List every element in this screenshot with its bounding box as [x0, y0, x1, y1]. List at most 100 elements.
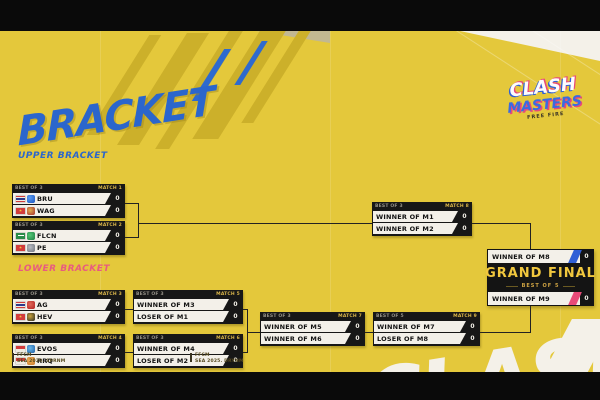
match-number-label: MATCH 3 — [98, 291, 122, 297]
match-header: BEST OF 3 MATCH 7 — [260, 312, 365, 320]
team-logo-ag-icon — [27, 301, 35, 309]
team-name: WINNER OF M3 — [137, 300, 195, 309]
team-strip: WINNER OF M1 — [373, 211, 458, 222]
team-logo-evos-icon — [27, 345, 35, 353]
team-strip: WINNER OF M3 — [134, 299, 229, 310]
flag-vietnam-icon — [16, 245, 25, 251]
team-name: LOSER OF M8 — [377, 334, 429, 343]
tick-mark-icon — [190, 353, 192, 362]
flag-vietnam-icon — [16, 314, 25, 320]
bracket-connector — [243, 309, 248, 310]
team-score: 0 — [462, 225, 467, 232]
grand-final-box: WINNER OF M8 0 GRAND FINAL BEST OF 5 WIN… — [485, 249, 595, 306]
team-row: HEV 0 — [13, 311, 124, 322]
team-name: WINNER OF M4 — [137, 344, 195, 353]
team-row: LOSER OF M1 0 — [134, 311, 242, 322]
team-name: HEV — [37, 312, 53, 321]
team-name: WAG — [37, 206, 55, 215]
team-logo-flcn-icon — [27, 232, 35, 240]
team-name: WINNER OF M9 — [492, 294, 550, 303]
team-name: PE — [37, 243, 47, 252]
bracket-connector — [125, 237, 139, 238]
flag-vietnam-icon — [16, 208, 25, 214]
team-score: 0 — [115, 301, 120, 308]
team-score: 0 — [233, 345, 238, 352]
match-header: BEST OF 3 MATCH 8 — [372, 202, 472, 210]
team-score: 0 — [115, 313, 120, 320]
team-strip: FLCN — [13, 230, 111, 241]
match-header: BEST OF 3 MATCH 2 — [12, 221, 125, 229]
grand-final-banner: GRAND FINAL BEST OF 5 — [485, 263, 595, 292]
team-score: 0 — [462, 213, 467, 220]
match-number-label: MATCH 6 — [216, 335, 240, 341]
team-name: LOSER OF M1 — [137, 312, 189, 321]
match-box-8: BEST OF 3 MATCH 8 WINNER OF M1 0 WINNER … — [372, 202, 472, 236]
bracket-connector — [243, 352, 248, 353]
best-of-label: BEST OF 3 — [263, 313, 291, 319]
team-row: WAG 0 — [13, 205, 124, 216]
team-logo-bru-icon — [27, 195, 35, 203]
match-header: BEST OF 5 MATCH 9 — [373, 312, 480, 320]
team-row: WINNER OF M7 0 — [374, 321, 479, 332]
match-number-label: MATCH 4 — [98, 335, 122, 341]
best-of-label: BEST OF 3 — [15, 291, 43, 297]
team-strip: WINNER OF M9 — [488, 292, 580, 305]
team-strip: WINNER OF M8 — [488, 250, 580, 263]
team-score: 0 — [584, 253, 589, 260]
team-score: 0 — [470, 335, 475, 342]
team-name: LOSER OF M2 — [137, 356, 189, 365]
match-box-1: BEST OF 3 MATCH 1 BRU 0 WAG 0 — [12, 184, 125, 218]
caption-line: FFCM — [17, 353, 32, 358]
match-box-6: BEST OF 3 MATCH 6 WINNER OF M4 0 LOSER O… — [133, 334, 243, 368]
bracket-connector — [138, 203, 139, 238]
team-strip: LOSER OF M1 — [134, 311, 229, 322]
team-score: 0 — [233, 357, 238, 364]
footer-caption-left: FFCM SEA 2020. SPRNM — [12, 353, 65, 364]
grand-final-bottom-row: WINNER OF M9 0 — [488, 292, 593, 305]
team-name: FLCN — [37, 231, 57, 240]
team-row: WINNER OF M6 0 — [261, 333, 364, 344]
match-box-7: BEST OF 3 MATCH 7 WINNER OF M5 0 WINNER … — [260, 312, 365, 346]
team-name: AG — [37, 300, 48, 309]
best-of-label: BEST OF 5 — [521, 283, 560, 289]
crease-line — [560, 31, 561, 372]
team-strip: WAG — [13, 205, 111, 216]
team-strip: LOSER OF M8 — [374, 333, 466, 344]
team-name: WINNER OF M2 — [376, 224, 434, 233]
team-score: 0 — [115, 345, 120, 352]
match-box-5: BEST OF 3 MATCH 5 WINNER OF M3 0 LOSER O… — [133, 290, 243, 324]
page-title: BRACKET — [17, 77, 215, 156]
lower-bracket-label: LOWER BRACKET — [18, 264, 111, 274]
team-row: WINNER OF M2 0 — [373, 223, 471, 234]
team-strip: RRQ — [13, 355, 111, 366]
match-number-label: MATCH 2 — [98, 222, 122, 228]
team-row: WINNER OF M3 0 — [134, 299, 242, 310]
best-of-label: BEST OF 3 — [15, 335, 43, 341]
team-score: 0 — [115, 357, 120, 364]
team-logo-rrq-icon — [27, 357, 35, 365]
best-of-label: BEST OF 5 — [376, 313, 404, 319]
team-strip: HEV — [13, 311, 111, 322]
team-row: WINNER OF M5 0 — [261, 321, 364, 332]
team-score: 0 — [584, 295, 589, 302]
match-header: BEST OF 3 MATCH 6 — [133, 334, 243, 342]
match-header: BEST OF 3 MATCH 4 — [12, 334, 125, 342]
team-strip: WINNER OF M5 — [261, 321, 351, 332]
team-name: WINNER OF M8 — [492, 252, 550, 261]
team-logo-wag-icon — [27, 207, 35, 215]
team-row: RRQ 0 — [13, 355, 124, 366]
team-strip: EVOS — [13, 343, 111, 354]
team-logo-hev-icon — [27, 313, 35, 321]
team-logo-pe-icon — [27, 244, 35, 252]
team-strip: PE — [13, 242, 111, 253]
match-box-9: BEST OF 5 MATCH 9 WINNER OF M7 0 LOSER O… — [373, 312, 480, 346]
team-strip: WINNER OF M4 — [134, 343, 229, 354]
team-row: FLCN 0 — [13, 230, 124, 241]
best-of-label: BEST OF 3 — [136, 291, 164, 297]
team-name: RRQ — [37, 356, 54, 365]
match-header: BEST OF 3 MATCH 5 — [133, 290, 243, 298]
team-strip: AG — [13, 299, 111, 310]
bracket-connector — [138, 223, 530, 224]
match-number-label: MATCH 8 — [445, 203, 469, 209]
match-number-label: MATCH 1 — [98, 185, 122, 191]
